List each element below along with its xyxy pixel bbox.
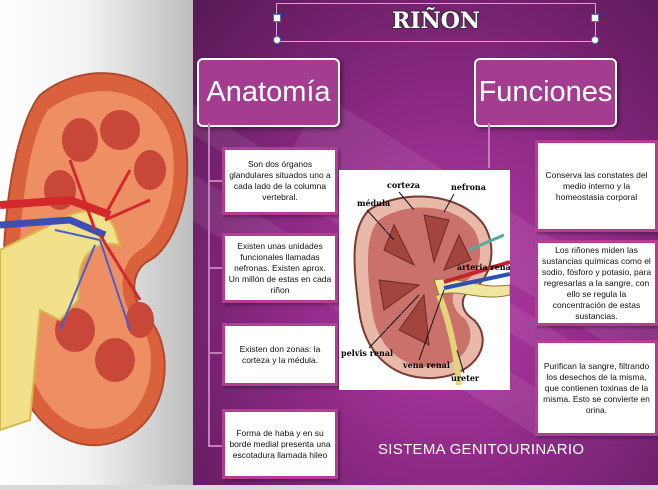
functions-connector-line [488, 123, 490, 168]
anatomy-header: Anatomía [197, 58, 340, 127]
resize-handle-left[interactable] [273, 14, 281, 22]
card-text: Conserva las constates del medio interno… [545, 169, 648, 202]
connector-tick [208, 267, 222, 269]
label-ureter: ureter [451, 373, 480, 383]
label-arteria: arteria renal [457, 262, 510, 272]
card-text: Son dos órganos glandulares situados uno… [229, 159, 331, 202]
label-corteza: corteza [387, 180, 420, 190]
card-text: Forma de haba y en su borde medial prese… [229, 427, 331, 460]
footer-subtitle: SISTEMA GENITOURINARIO [378, 441, 585, 458]
functions-header: Funciones [474, 58, 617, 127]
function-card-2: Los riñones miden las sustancias química… [535, 240, 658, 326]
label-pointer [366, 209, 395, 241]
label-medula: médula [357, 198, 390, 208]
anatomy-connector-line [208, 123, 210, 446]
label-pelvis: pelvis renal [341, 348, 393, 358]
title-textbox[interactable]: RIÑON [276, 3, 596, 42]
kidney-illustration [0, 72, 189, 447]
label-pointer [368, 294, 420, 349]
label-vena: vena renal [402, 360, 450, 370]
anatomy-card-3: Existen don zonas: la corteza y la médul… [222, 323, 338, 386]
card-text: Existen don zonas: la corteza y la médul… [239, 343, 321, 365]
card-text: Los riñones miden las sustancias química… [541, 244, 652, 321]
connector-tick [208, 180, 222, 182]
slide-canvas: RIÑON Anatomía Funciones Son dos órganos… [193, 0, 658, 485]
function-card-1: Conserva las constates del medio interno… [535, 140, 658, 232]
label-pointer [456, 349, 465, 374]
kidney-illustration-panel [0, 0, 193, 485]
resize-handle-bottom-left[interactable] [273, 36, 281, 44]
kidney-diagram: corteza nefrona médula arteria renal pel… [341, 180, 514, 386]
connector-tick [208, 352, 222, 354]
anatomy-card-4: Forma de haba y en su borde medial prese… [222, 409, 338, 479]
anatomy-card-1: Son dos órganos glandulares situados uno… [222, 147, 338, 215]
label-nefrona: nefrona [451, 182, 486, 192]
resize-handle-right[interactable] [591, 14, 599, 22]
card-text: Purifican la sangre, filtrando los desec… [543, 360, 650, 415]
label-pointer [398, 191, 415, 211]
slide-title: RIÑON [392, 8, 480, 34]
connector-tick [208, 445, 222, 447]
anatomy-card-2: Existen unas unidades funcionales llamad… [222, 233, 338, 303]
card-text: Existen unas unidades funcionales llamad… [228, 240, 332, 295]
label-pointer [443, 193, 455, 213]
function-card-3: Purifican la sangre, filtrando los desec… [535, 340, 658, 436]
resize-handle-bottom-right[interactable] [591, 36, 599, 44]
kidney-diagram-image: corteza nefrona médula arteria renal pel… [339, 170, 514, 390]
label-pointer [418, 289, 445, 361]
